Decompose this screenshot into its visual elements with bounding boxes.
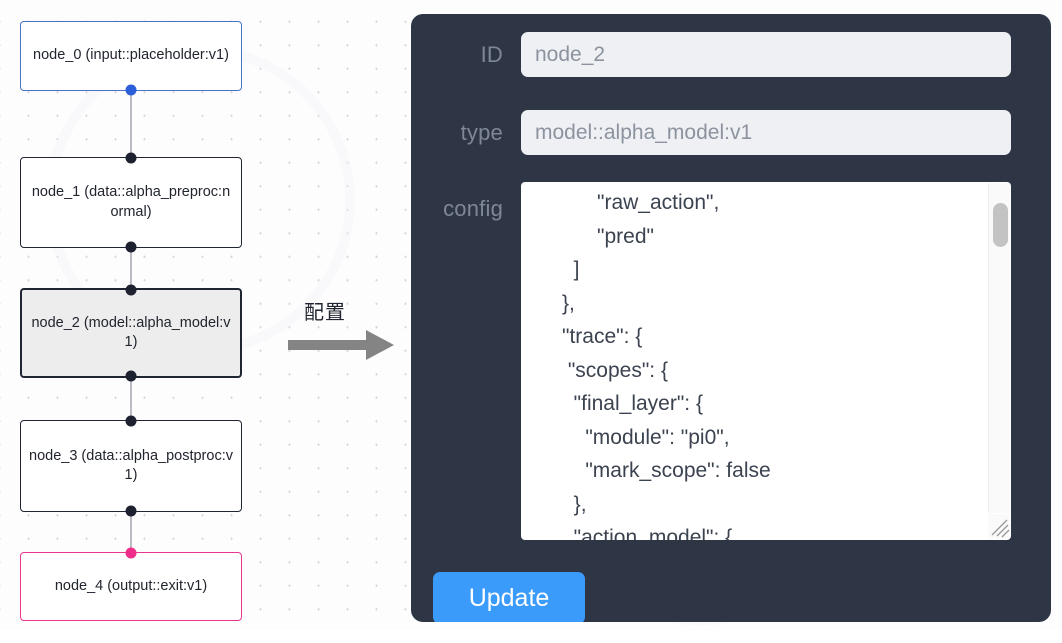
- graph-node-node_3[interactable]: node_3 (data::alpha_postproc:v1): [20, 415, 242, 517]
- annotation-arrow-group: 配置: [288, 296, 396, 362]
- update-button[interactable]: Update: [433, 572, 585, 622]
- config-scrollbar-thumb[interactable]: [993, 203, 1008, 247]
- id-field-label: ID: [480, 41, 503, 67]
- annotation-caption: 配置: [304, 300, 346, 324]
- node-config-panel: ID type config "raw_action", "pred" ] },…: [411, 14, 1051, 622]
- node-handle-target[interactable]: [125, 415, 137, 427]
- config-scrollbar-track[interactable]: [988, 183, 1010, 513]
- edge-node3-node4: [130, 512, 132, 552]
- field-row-config: config "raw_action", "pred" ] }, "trace"…: [411, 182, 1051, 540]
- node-handle-source[interactable]: [125, 370, 137, 382]
- edge-node0-node1: [130, 91, 132, 157]
- node-handle-source[interactable]: [125, 505, 137, 517]
- graph-node-label: node_3 (data::alpha_postproc:v1): [29, 447, 233, 484]
- graph-node-label: node_0 (input::placeholder:v1): [33, 47, 229, 64]
- node-handle-source[interactable]: [125, 84, 137, 96]
- node-handle-target[interactable]: [125, 547, 137, 559]
- field-row-type: type: [411, 110, 1051, 155]
- graph-node-node_1[interactable]: node_1 (data::alpha_preproc:normal): [20, 152, 242, 253]
- type-field-label: type: [460, 119, 503, 145]
- id-input[interactable]: [521, 32, 1011, 77]
- config-textarea[interactable]: "raw_action", "pred" ] }, "trace": { "sc…: [521, 182, 1011, 540]
- config-resize-handle[interactable]: [988, 514, 1010, 539]
- graph-node-node_4[interactable]: node_4 (output::exit:v1): [20, 547, 242, 621]
- field-row-id: ID: [411, 32, 1051, 77]
- node-handle-source[interactable]: [125, 241, 137, 253]
- config-field-label: config: [443, 196, 503, 221]
- edge-node1-node2: [130, 248, 132, 288]
- config-textarea-wrap: "raw_action", "pred" ] }, "trace": { "sc…: [521, 182, 1011, 540]
- node-handle-target[interactable]: [125, 152, 137, 164]
- graph-node-node_0[interactable]: node_0 (input::placeholder:v1): [20, 21, 242, 96]
- resize-grip-icon: [991, 519, 1010, 538]
- graph-node-node_2[interactable]: node_2 (model::alpha_model:v1): [20, 284, 242, 382]
- type-input[interactable]: [521, 110, 1011, 155]
- graph-node-label: node_2 (model::alpha_model:v1): [31, 314, 231, 351]
- node-handle-target[interactable]: [125, 284, 137, 296]
- right-arrow-icon: [288, 330, 394, 360]
- graph-node-label: node_4 (output::exit:v1): [54, 577, 208, 594]
- edge-node2-node3: [130, 378, 132, 420]
- graph-node-label: node_1 (data::alpha_preproc:normal): [31, 184, 231, 220]
